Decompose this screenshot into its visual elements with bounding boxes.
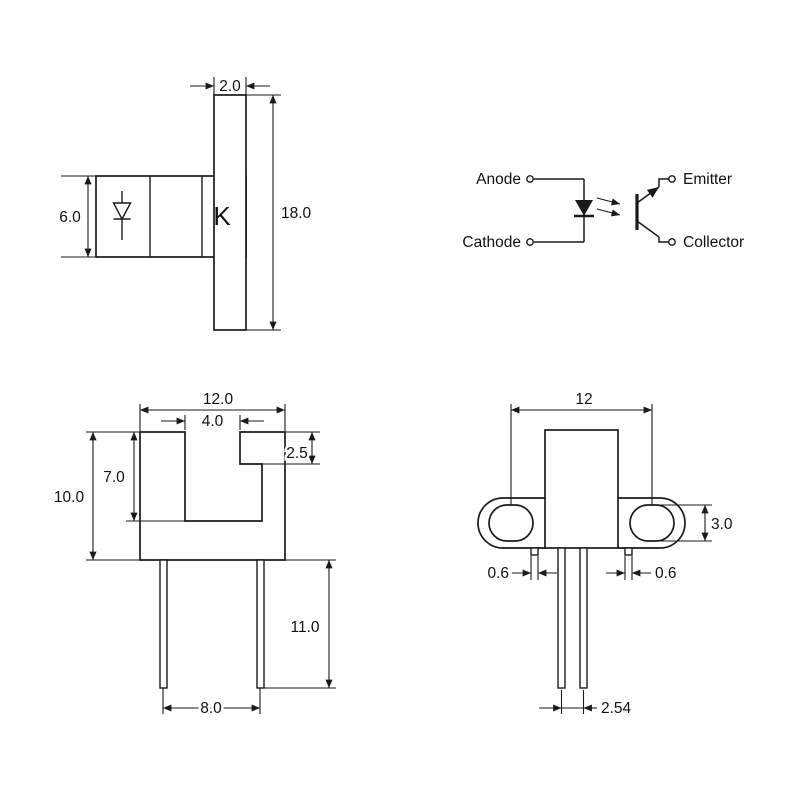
dim-boss-left-label: 0.6 [487,565,509,582]
light-arrows-icon [596,197,621,217]
standoff-boss-left [530,547,539,556]
k-marking-label: K [213,201,231,231]
side-view-body-dividers [149,176,203,257]
lead-pin-right [256,559,265,689]
emitter-terminal [668,175,676,183]
dim-lead-spacing: 8.0 [162,688,261,720]
dim-boss-left: 0.6 [487,556,557,582]
dim-tab-width-label: 2.0 [219,78,241,95]
circuit-schematic: Anode Cathode Emitter Collector [462,171,744,251]
dim-slot-width: 4.0 [161,411,264,433]
dim-lead-pitch: 2.54 [539,690,632,717]
dim-slot-depth-label: 7.0 [103,469,125,486]
dim-step-label: 2.5 [286,445,308,462]
dim-hole-size-label: 3.0 [711,516,733,533]
side-view-drawing: K 2.0 6.0 18.0 [59,76,312,331]
dim-height-label: 10.0 [54,489,85,506]
dim-boss-right-label: 0.6 [655,565,677,582]
collector-terminal [668,238,676,246]
cathode-label: Cathode [462,234,521,251]
dim-hole-size: 3.0 [660,504,733,542]
lead-pin-left [159,559,168,689]
mounting-view-body [544,429,619,549]
dim-body-height: 6.0 [59,175,96,258]
dim-slot-depth: 7.0 [103,432,185,522]
cathode-terminal [526,238,534,246]
dim-height: 10.0 [54,431,140,561]
dim-total-height-label: 18.0 [281,205,312,222]
diode-symbol [112,191,132,240]
emitter-label: Emitter [683,171,732,188]
dim-lead-spacing-label: 8.0 [200,700,222,717]
dim-total-height: 18.0 [246,94,312,331]
dim-body-height-label: 6.0 [59,209,81,226]
front-view-body [139,431,286,561]
anode-label: Anode [476,171,521,188]
lead-pin-right-2 [579,547,588,689]
collector-label: Collector [683,234,744,251]
mounting-view-drawing: 12 3.0 0.6 0.6 2.54 [477,391,733,717]
dim-width-label: 12.0 [203,391,234,408]
dim-lead-pitch-label: 2.54 [601,700,632,717]
dim-lead-length: 11.0 [264,559,336,689]
lead-pin-left-2 [557,547,566,689]
side-view-tab [213,94,247,331]
dim-boss-right: 0.6 [606,556,677,582]
anode-terminal [526,175,534,183]
mounting-hole-right [629,504,675,542]
dim-tab-width: 2.0 [190,76,270,98]
dim-step: 2.5 [262,431,320,465]
phototransistor-symbol [635,178,669,243]
led-symbol [574,200,594,218]
dim-hole-pitch: 12 [510,391,653,505]
front-view-drawing: 12.0 4.0 2.5 7.0 10.0 [54,391,336,720]
dim-width: 12.0 [139,391,286,431]
dim-lead-length-label: 11.0 [290,619,319,636]
dim-slot-width-label: 4.0 [202,413,224,430]
mounting-hole-left [488,504,534,542]
standoff-boss-right [624,547,633,556]
dim-hole-pitch-label: 12 [575,391,592,408]
